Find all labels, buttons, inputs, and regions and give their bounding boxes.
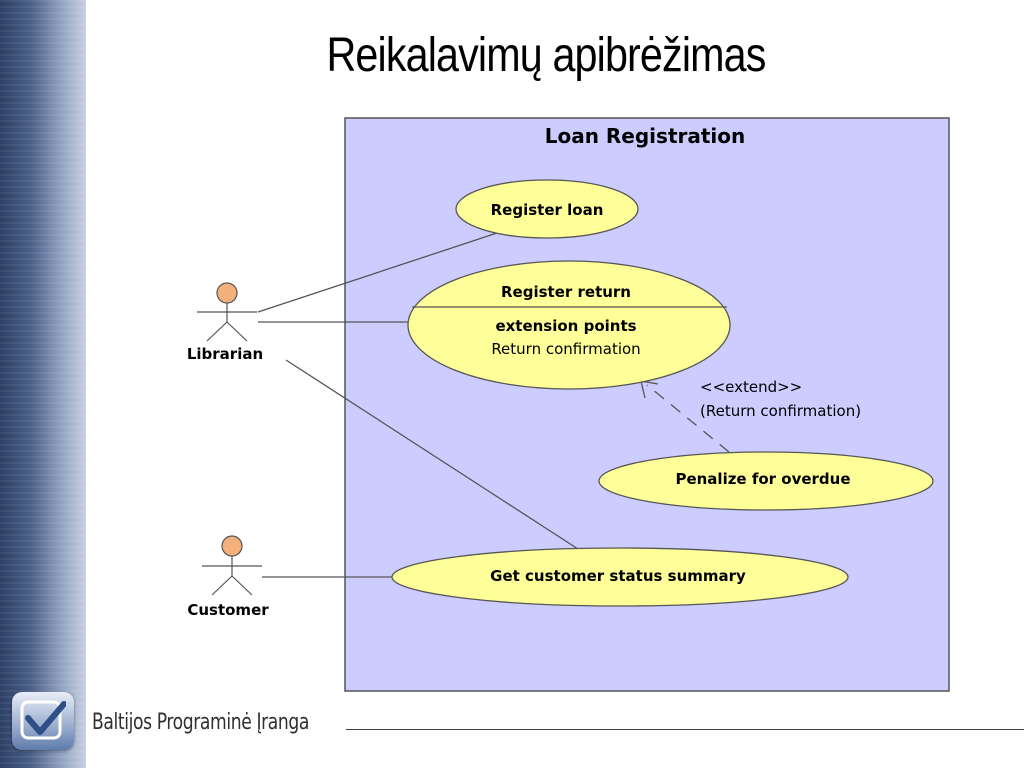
usecase-register-return[interactable] (407, 260, 731, 390)
footer-divider (346, 729, 1024, 730)
usecase-register-loan[interactable] (455, 179, 639, 239)
usecase-penalize-for-overdue[interactable] (598, 451, 934, 511)
actor-customer[interactable] (202, 535, 262, 596)
extend-stereotype: <<extend>> (700, 378, 802, 396)
usecase-register-return-label: Register return (501, 283, 631, 301)
usecase-penalize-label: Penalize for overdue (675, 470, 850, 488)
actor-customer-label: Customer (187, 601, 269, 619)
system-name: Loan Registration (545, 124, 746, 148)
actor-customer-head (221, 535, 243, 557)
extension-point-item: Return confirmation (491, 340, 640, 358)
usecase-status-summary-label: Get customer status summary (490, 567, 746, 585)
usecase-get-customer-status-summary[interactable] (391, 547, 849, 607)
usecase-register-loan-label: Register loan (491, 201, 604, 219)
footer-brand-text: Baltijos Programinė Įranga (92, 710, 310, 735)
left-decorative-band (0, 0, 86, 768)
assoc-librarian-register-loan (257, 232, 498, 313)
slide-title: Reikalavimų apibrėžimas (326, 29, 766, 82)
assoc-librarian-status-summary (285, 359, 579, 550)
company-logo (12, 692, 74, 750)
checkmark-icon (20, 700, 66, 740)
actor-librarian-label: Librarian (187, 345, 263, 363)
actor-librarian[interactable] (197, 282, 257, 342)
actor-librarian-head (216, 282, 238, 304)
extend-dependency (646, 384, 730, 453)
extension-points-heading: extension points (495, 317, 636, 335)
extend-condition: (Return confirmation) (700, 402, 861, 420)
